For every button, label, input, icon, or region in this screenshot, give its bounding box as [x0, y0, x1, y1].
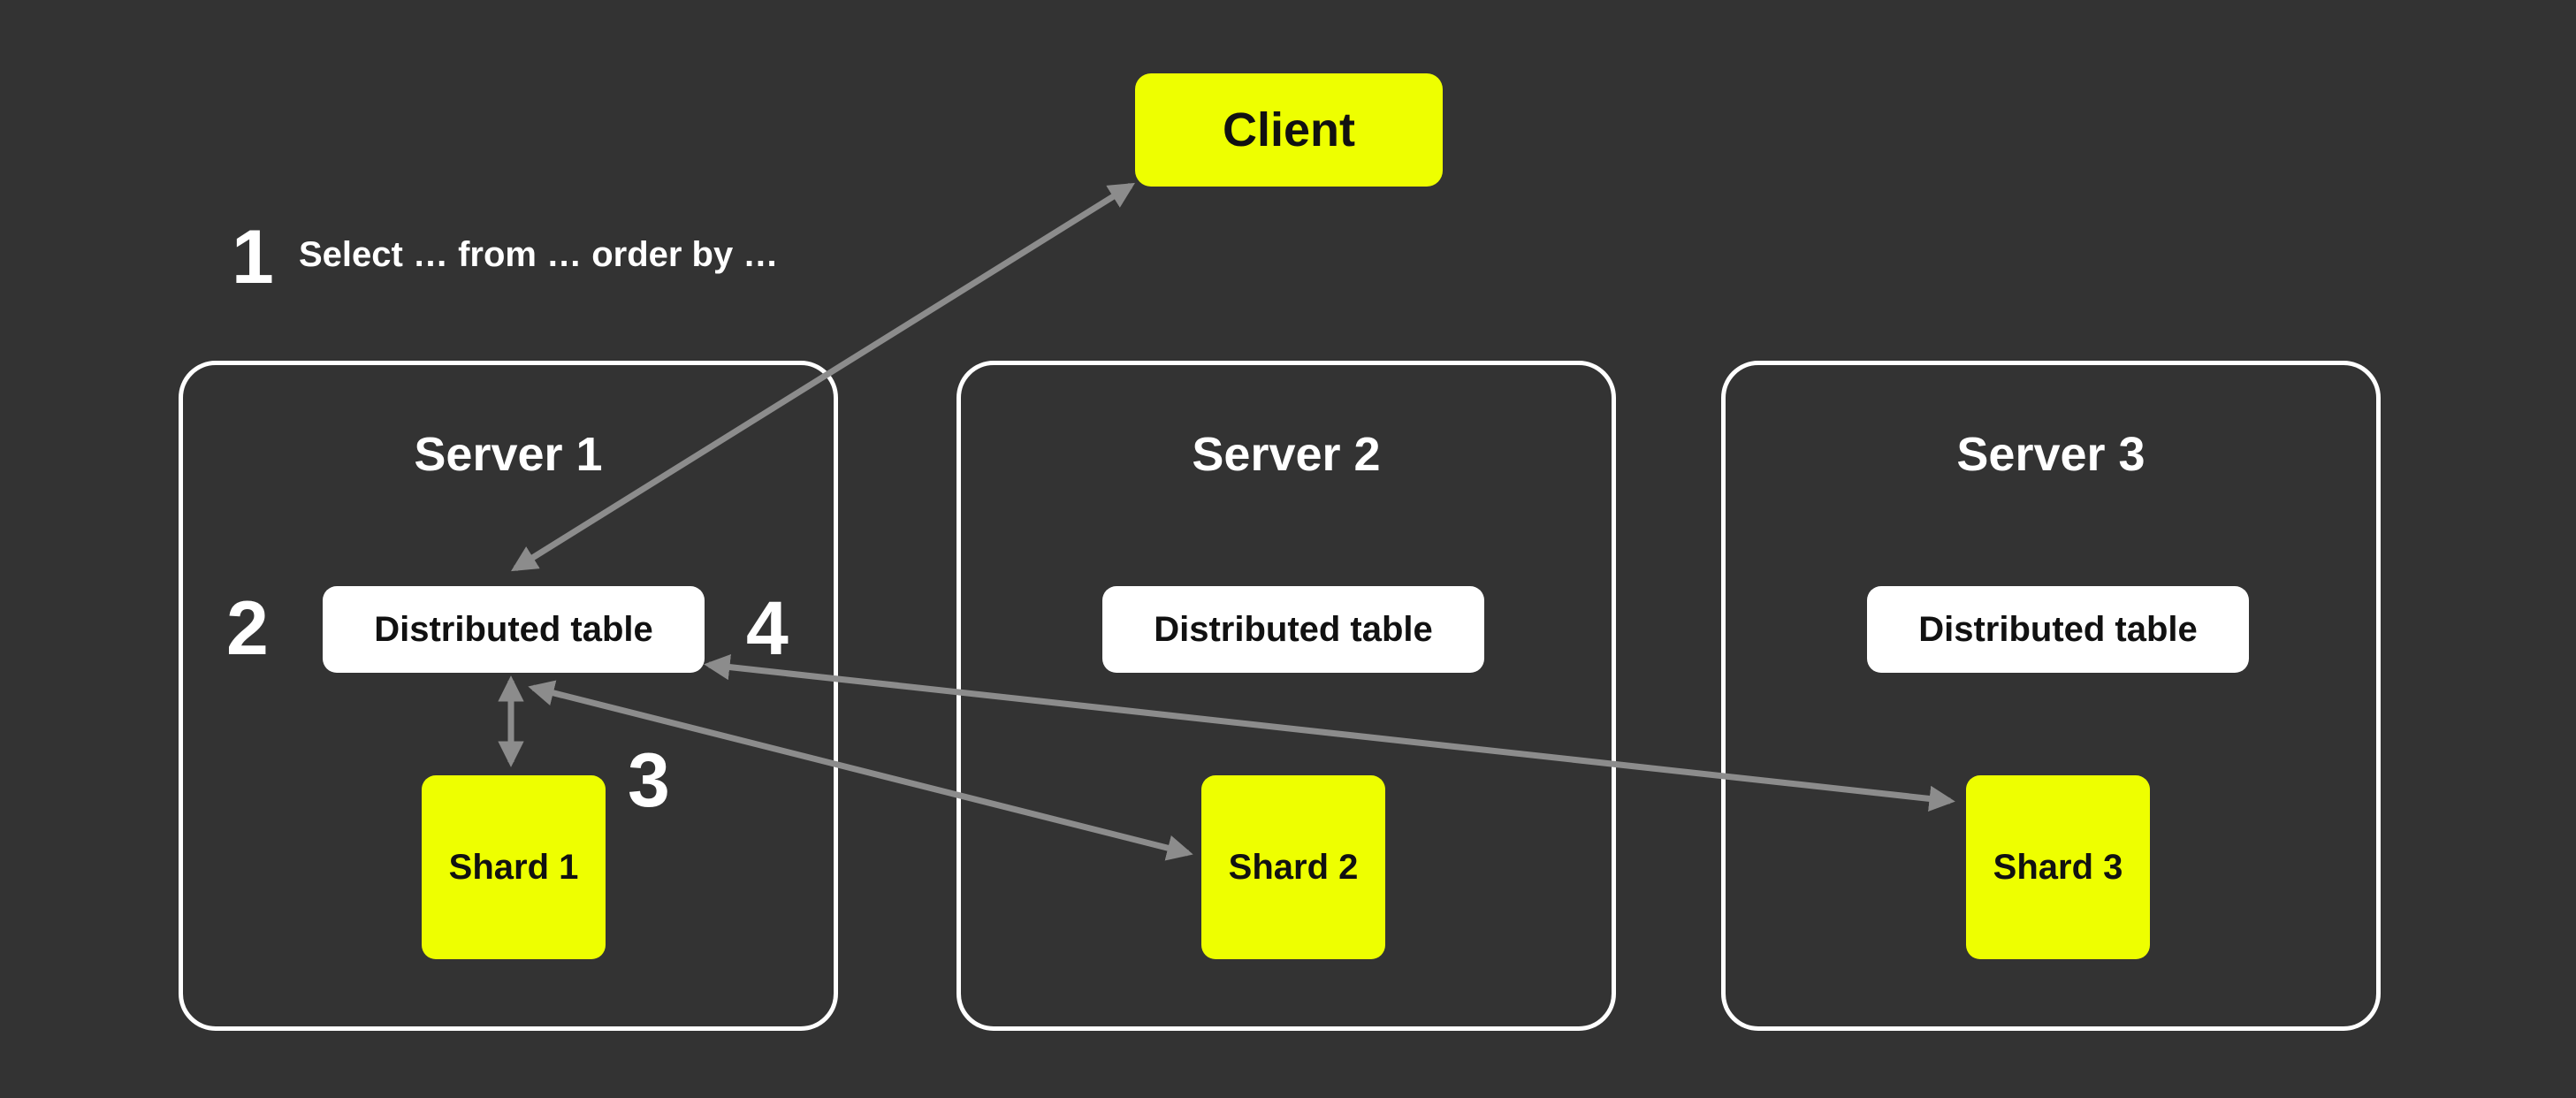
- step-2-number: 2: [226, 586, 269, 671]
- server-3-distributed-table: Distributed table: [1867, 586, 2249, 673]
- server-1-distributed-table: Distributed table: [323, 586, 705, 673]
- client-label: Client: [1222, 103, 1355, 156]
- server-2-title: Server 2: [1192, 428, 1381, 481]
- server-3-shard: Shard 3: [1966, 775, 2150, 959]
- server-3-table-label: Distributed table: [1918, 609, 2198, 649]
- arrow-table-to-shard-2: [528, 680, 1193, 861]
- server-2-table-label: Distributed table: [1154, 609, 1433, 649]
- server-3-shard-label: Shard 3: [1993, 847, 2123, 887]
- server-3-title: Server 3: [1956, 428, 2145, 481]
- server-2-shard-label: Shard 2: [1228, 847, 1359, 887]
- arrow-client-to-server-1: [511, 182, 1135, 572]
- step-4-number: 4: [746, 586, 789, 671]
- step-1-number: 1: [232, 215, 274, 300]
- arrow-table-to-shard-3: [704, 653, 1955, 812]
- client-box: Client: [1135, 73, 1443, 187]
- server-1-table-label: Distributed table: [374, 609, 653, 649]
